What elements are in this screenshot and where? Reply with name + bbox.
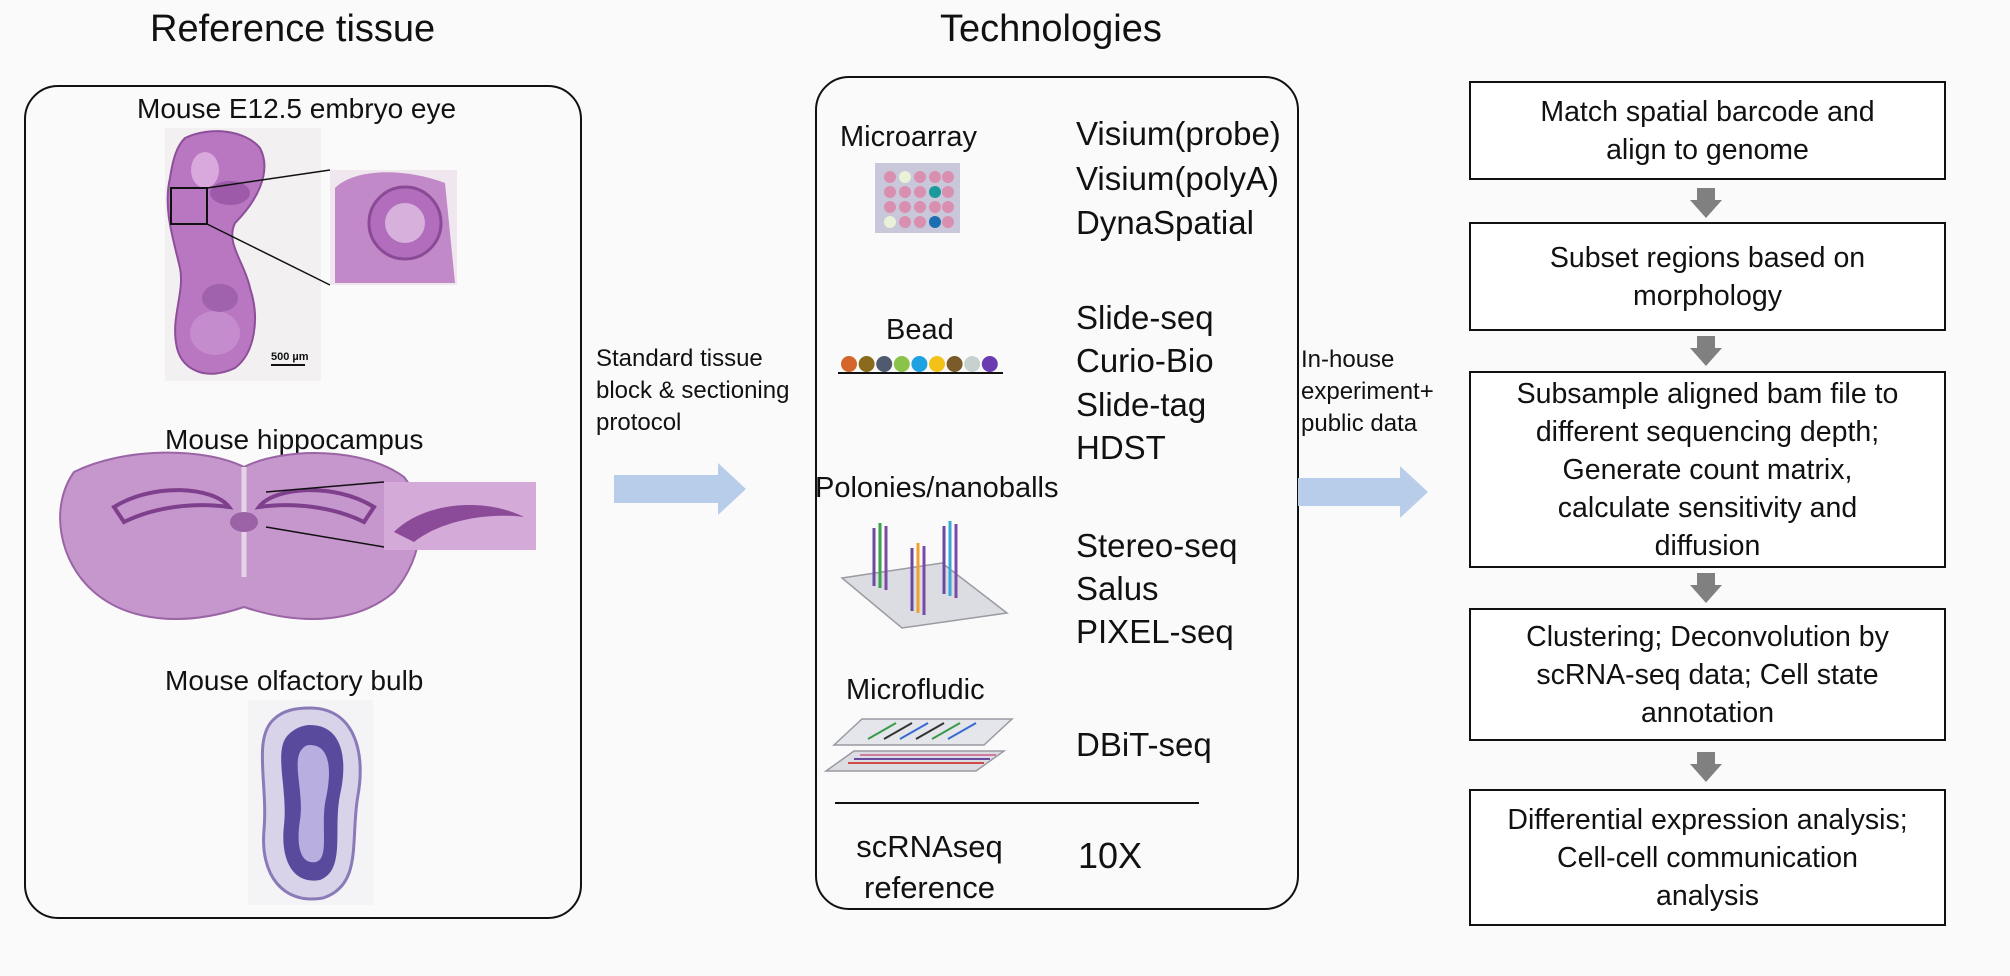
- tech-slide-tag: Slide-tag: [1076, 386, 1207, 423]
- bead-dot: [981, 356, 998, 372]
- pipeline-step-4-line2: scRNA-seq data; Cell state: [1536, 658, 1879, 691]
- hippocampus-label: Mouse hippocampus: [165, 424, 424, 455]
- bead-dot: [876, 356, 893, 372]
- pipeline-step-2: Subset regions based on morphology: [1469, 222, 1946, 331]
- bead-dot: [893, 356, 910, 372]
- tech-dbit-seq: DBiT-seq: [1076, 726, 1212, 763]
- pipeline-step-4: Clustering; Deconvolution by scRNA-seq d…: [1469, 608, 1946, 741]
- tech-salus: Salus: [1076, 570, 1159, 607]
- left-arrow-label-line3: protocol: [596, 409, 682, 436]
- tech-dynaspatial: DynaSpatial: [1076, 204, 1254, 241]
- right-flow-arrow-icon: [1298, 466, 1428, 518]
- pipeline-step-3-line3: Generate count matrix,: [1562, 453, 1853, 486]
- pipeline-step-1: Match spatial barcode and align to genom…: [1469, 81, 1946, 180]
- tech-visium-probe: Visium(probe): [1076, 115, 1281, 152]
- pipeline-step-5-line2: Cell-cell communication: [1557, 841, 1858, 874]
- tech-pixel-seq: PIXEL-seq: [1076, 613, 1234, 650]
- tech-visium-polya: Visium(polyA): [1076, 160, 1279, 197]
- technologies-title: Technologies: [940, 8, 1162, 50]
- tech-curio-bio: Curio-Bio: [1076, 342, 1214, 379]
- right-arrow-label-line2: experiment+: [1301, 378, 1434, 405]
- embryo-eye-label: Mouse E12.5 embryo eye: [137, 93, 457, 124]
- bead-dot: [841, 356, 857, 372]
- bead-dot: [964, 356, 981, 372]
- scale-bar-label: 500 µm: [271, 351, 309, 363]
- bead-dot: [929, 356, 945, 372]
- pipeline-step-4-line1: Clustering; Deconvolution by: [1526, 620, 1889, 653]
- left-arrow-label-line1: Standard tissue: [596, 345, 763, 372]
- category-bead: Bead: [886, 314, 954, 346]
- category-microfluidic: Microfludic: [846, 674, 985, 706]
- pipeline-step-4-line3: annotation: [1640, 696, 1775, 729]
- category-polonies: Polonies/nanoballs: [815, 472, 1059, 504]
- embryo-section-image: 500 µm: [165, 128, 457, 381]
- right-arrow-label-line3: public data: [1301, 410, 1418, 437]
- pipeline-step-5: Differential expression analysis; Cell-c…: [1469, 789, 1946, 926]
- tech-slide-seq: Slide-seq: [1076, 299, 1214, 336]
- hippocampus-section-image: [59, 451, 536, 620]
- microfluidic-chip-icon: [823, 718, 1014, 772]
- scrnaseq-reference-line1: scRNAseq: [856, 829, 1003, 864]
- olfactory-bulb-image: [248, 700, 373, 905]
- category-microarray: Microarray: [840, 121, 977, 153]
- pipeline-step-3-line1: Subsample aligned bam file to: [1516, 377, 1899, 410]
- olfactory-bulb-label: Mouse olfactory bulb: [165, 665, 424, 696]
- pipeline-step-1-line2: align to genome: [1606, 133, 1809, 166]
- tech-hdst: HDST: [1076, 429, 1166, 466]
- bead-dot: [946, 356, 963, 372]
- reference-divider: [835, 802, 1199, 804]
- right-arrow-label: In-house experiment+ public data: [1301, 344, 1434, 440]
- left-arrow-label-line2: block & sectioning: [596, 377, 790, 404]
- bead-dot: [911, 356, 928, 372]
- down-arrow-icon: [1690, 752, 1722, 782]
- scrnaseq-reference-line2: reference: [864, 870, 995, 905]
- right-arrow-label-line1: In-house: [1301, 346, 1395, 373]
- down-arrow-icon: [1690, 336, 1722, 366]
- bead-dot: [858, 356, 875, 372]
- pipeline-step-5-line3: analysis: [1656, 879, 1759, 912]
- down-arrow-icon: [1690, 188, 1722, 218]
- tech-stereo-seq: Stereo-seq: [1076, 527, 1238, 564]
- down-arrow-icon: [1690, 573, 1722, 603]
- pipeline-step-2-line1: Subset regions based on: [1549, 241, 1866, 274]
- reference-tissue-title: Reference tissue: [150, 8, 436, 50]
- left-arrow-label: Standard tissue block & sectioning proto…: [596, 343, 789, 439]
- pipeline-step-3: Subsample aligned bam file to different …: [1469, 371, 1946, 568]
- left-flow-arrow-icon: [614, 463, 746, 515]
- pipeline-step-3-line2: different sequencing depth;: [1535, 415, 1880, 448]
- scrnaseq-reference-label: scRNAseq reference: [842, 826, 1017, 908]
- tech-10x: 10X: [1078, 835, 1143, 876]
- polonies-slide-icon: [840, 521, 1009, 629]
- pipeline-step-3-line5: diffusion: [1654, 529, 1761, 562]
- pipeline-step-5-line1: Differential expression analysis;: [1507, 803, 1908, 836]
- pipeline-step-3-line4: calculate sensitivity and: [1557, 491, 1858, 524]
- pipeline-step-1-line1: Match spatial barcode and: [1540, 95, 1875, 128]
- bead-row-icon: [838, 356, 1003, 374]
- pipeline-step-2-line2: morphology: [1633, 279, 1782, 312]
- microarray-chip-icon: [875, 163, 960, 233]
